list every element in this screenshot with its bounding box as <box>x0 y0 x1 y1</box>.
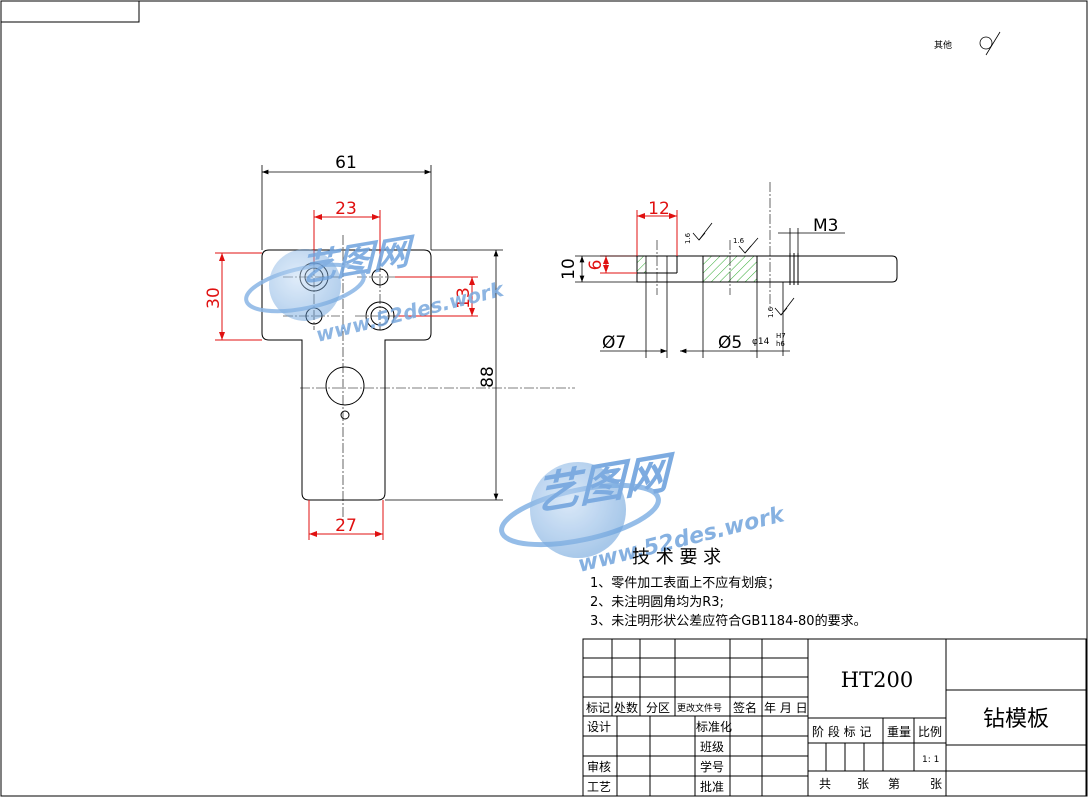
roughness-symbol-b-icon: 1.6 <box>733 237 759 254</box>
rev-header-count: 处数 <box>614 700 638 715</box>
counterbore-hole-right-outer <box>365 301 395 331</box>
rev-header-mark: 标记 <box>586 701 610 715</box>
tol-lower: h6 <box>776 340 785 348</box>
surface-note-label: 其他 <box>934 39 952 51</box>
dim-total-height: 88 <box>478 366 498 388</box>
counterbore-hole-right-inner <box>370 306 390 326</box>
rev-header-zone: 分区 <box>646 701 670 715</box>
dim-dia-14: φ14 <box>752 337 770 347</box>
watermark-brand-top: 艺图网 <box>300 229 414 291</box>
rev-header-date: 年 月 日 <box>764 701 808 715</box>
dim-hole-vertical: 13 <box>454 287 474 309</box>
label-sheets-total: 共 <box>819 777 831 791</box>
material: HT200 <box>841 668 913 692</box>
roughness-c: 1.6 <box>767 306 775 318</box>
tech-title: 技 术 要 求 <box>632 547 721 568</box>
watermark-globe-icon <box>269 249 341 321</box>
side-view: 12 6 10 M3 Ø7 Ø5 φ14 H7 h6 1 <box>559 182 898 358</box>
label-stage-mark: 阶 段 标 记 <box>812 724 871 739</box>
label-student-no: 学号 <box>700 759 724 774</box>
scale-value: 1: 1 <box>922 755 939 765</box>
label-review: 审核 <box>587 759 611 774</box>
dim-stem-width: 27 <box>335 516 357 536</box>
label-class: 班级 <box>700 740 724 754</box>
roughness-symbol-c-icon: 1.6 <box>767 297 795 318</box>
label-sheet-unit2: 张 <box>930 777 942 791</box>
side-profile <box>636 255 898 283</box>
watermark-top: 艺图网 www.52des.work <box>244 229 507 347</box>
dim-dia-7: Ø7 <box>602 333 626 353</box>
tech-item-3: 3、未注明形状公差应符合GB1184-80的要求。 <box>590 613 867 629</box>
label-sheets-unit: 张 <box>857 777 869 791</box>
surface-note: 其他 <box>934 31 1001 56</box>
title-block: 标记 处数 分区 更改文件号 签名 年 月 日 设计 标准化 班级 审核 学号 … <box>582 638 1087 797</box>
dim-thickness: 10 <box>559 258 579 280</box>
label-approve: 批准 <box>700 779 724 794</box>
label-weight: 重量 <box>887 725 911 739</box>
corner-tag-box <box>0 0 140 23</box>
rev-header-sign: 签名 <box>733 700 757 715</box>
front-view: 61 23 30 13 88 27 <box>204 153 575 540</box>
hole-upper-right <box>371 268 389 286</box>
rev-header-doc: 更改文件号 <box>677 702 722 714</box>
tech-requirements: 技 术 要 求 1、零件加工表面上不应有划痕； 2、未注明圆角均为R3; 3、未… <box>590 547 867 629</box>
pin-hole <box>340 410 350 420</box>
roughness-symbol-icon <box>979 36 993 50</box>
dim-head-height: 30 <box>204 287 224 309</box>
roughness-symbol-a-icon: 1.6 <box>684 222 713 244</box>
dim-counterbore-height: 6 <box>586 260 606 271</box>
tech-item-2: 2、未注明圆角均为R3; <box>590 595 724 610</box>
watermark-globe-icon-center <box>530 462 626 558</box>
label-scale: 比例 <box>918 725 942 739</box>
label-sheet-no: 第 <box>888 777 900 791</box>
dim-overall-width: 61 <box>335 153 357 173</box>
tech-item-1: 1、零件加工表面上不应有划痕； <box>590 575 780 591</box>
label-standardize: 标准化 <box>696 720 732 734</box>
roughness-a: 1.6 <box>684 232 692 244</box>
part-outline <box>261 249 432 501</box>
label-process: 工艺 <box>587 780 611 794</box>
roughness-b: 1.6 <box>733 237 745 245</box>
dim-thread: M3 <box>813 216 838 236</box>
watermark-url-top: www.52des.work <box>313 277 507 347</box>
dim-dia-5: Ø5 <box>718 333 742 353</box>
center-bore <box>325 366 365 406</box>
label-design: 设计 <box>587 720 611 734</box>
tol-upper: H7 <box>776 332 786 340</box>
dim-counterbore-depth: 12 <box>648 199 670 219</box>
dim-hole-spacing: 23 <box>335 199 357 219</box>
part-name: 钻模板 <box>983 707 1049 732</box>
